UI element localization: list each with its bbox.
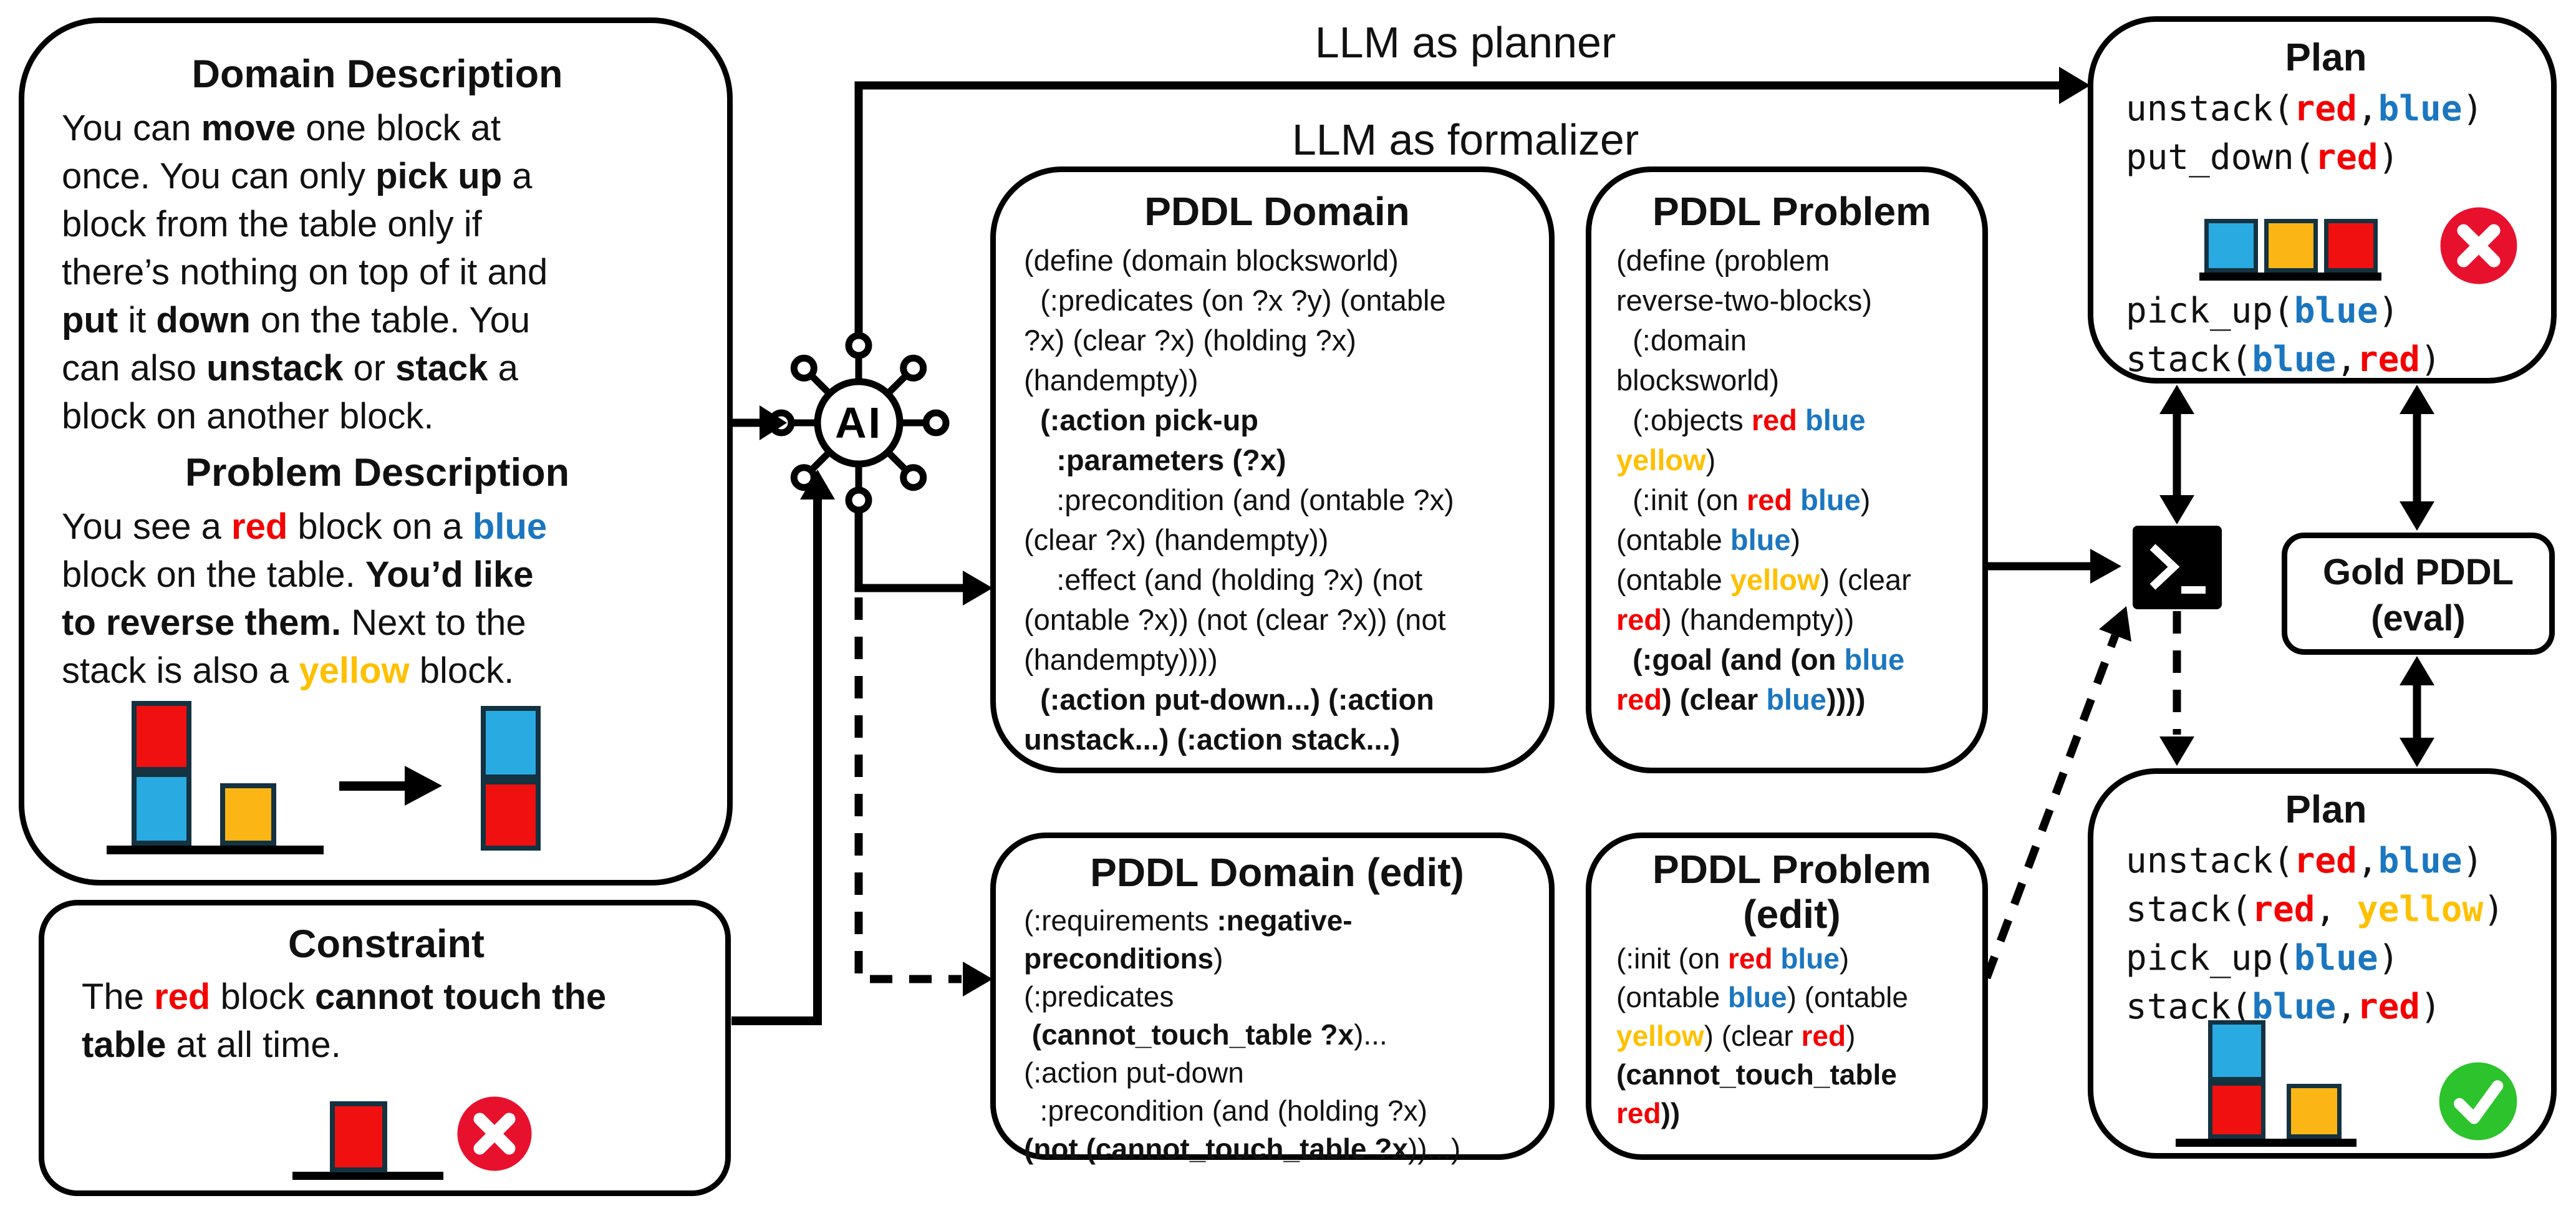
red-block [2208,1081,2265,1139]
plan-top-figure [2126,182,2526,287]
gold-pddl-eval-title: Gold PDDL(eval) [2322,552,2514,639]
plan-bottom-box: Plan unstack(red,blue)stack(red, yellow)… [2088,768,2557,1159]
problem-description-title: Problem Description [185,451,570,495]
blue-block [2208,1020,2265,1081]
red-block [330,1101,387,1172]
blue-block [132,772,191,846]
plan-top-code-after: pick_up(blue)stack(blue,red) [2126,291,2441,380]
arrow-plan-top-terminal [2159,385,2194,524]
blocks-initial-goal-figure [62,698,693,859]
pddl-domain-box: PDDL Domain (define (domain blocksworld)… [990,167,1555,773]
pddl-problem-edit-box: PDDL Problem(edit) (:init (on red blue)(… [1586,833,1988,1160]
x-circle-icon [457,1096,532,1171]
red-block [132,701,191,772]
pddl-problem-edit-code: (:init (on red blue)(ontable blue) (onta… [1616,942,1908,1129]
plan-top-code-before: unstack(red,blue)put_down(red) [2126,89,2484,178]
ai-icon-label: AI [835,398,882,447]
x-circle-icon [2440,207,2517,284]
constraint-title: Constraint [288,922,485,966]
yellow-block [220,783,276,846]
check-circle-icon [2439,1062,2517,1141]
arrow-problem-to-terminal [1985,549,2121,584]
pddl-domain-edit-title: PDDL Domain (edit) [1090,850,1464,895]
arrow-constraint-to-ai [731,470,835,1025]
red-block [481,780,541,851]
arrow-plan-top-gold [2400,385,2434,531]
domain-description-title: Domain Description [191,52,563,96]
pddl-domain-edit-code: (:requirements :negative-preconditions)(… [1024,904,1461,1165]
arrow-gold-plan-bottom [2400,656,2434,767]
plan-title: Plan [2285,36,2367,79]
plan-bottom-figure [2126,1020,2526,1153]
pddl-domain-edit-box: PDDL Domain (edit) (:requirements :negat… [990,833,1555,1165]
yellow-block [2264,219,2318,273]
plan-top-box: Plan unstack(red,blue)put_down(red) pick… [2088,16,2557,384]
pddl-domain-title: PDDL Domain [1144,189,1410,234]
table-line [292,1172,443,1180]
description-box: Domain Description You can move one bloc… [19,17,733,886]
blue-block [481,706,541,780]
table-line [107,846,324,854]
gold-pddl-eval-box: Gold PDDL(eval) [2282,533,2555,655]
right-arrow-icon [339,766,442,806]
pddl-problem-title: PDDL Problem [1652,189,1931,234]
plan-bottom-code: unstack(red,blue)stack(red, yellow)pick_… [2126,841,2504,1027]
red-block [2324,219,2378,273]
pddl-problem-edit-title: PDDL Problem(edit) [1652,847,1931,937]
table-line [2176,1139,2357,1147]
blue-block [2204,219,2258,273]
table-line [2199,273,2381,281]
yellow-block [2287,1084,2342,1139]
plan-title: Plan [2285,788,2367,831]
arrow-terminal-to-plan-bottom-dashed [2159,611,2194,766]
terminal-prompt-icon [2133,526,2222,609]
llm-as-planner-label: LLM as planner [1315,18,1616,67]
ai-network-icon: AI [768,332,950,514]
llm-as-formalizer-label: LLM as formalizer [1291,115,1639,164]
constraint-figure [82,1069,691,1187]
arrow-ai-to-domain-edit-dashed [854,597,993,997]
pddl-domain-code: (define (domain blocksworld) (:predicate… [1024,244,1454,756]
constraint-box: Constraint The red block cannot touch th… [39,900,731,1196]
